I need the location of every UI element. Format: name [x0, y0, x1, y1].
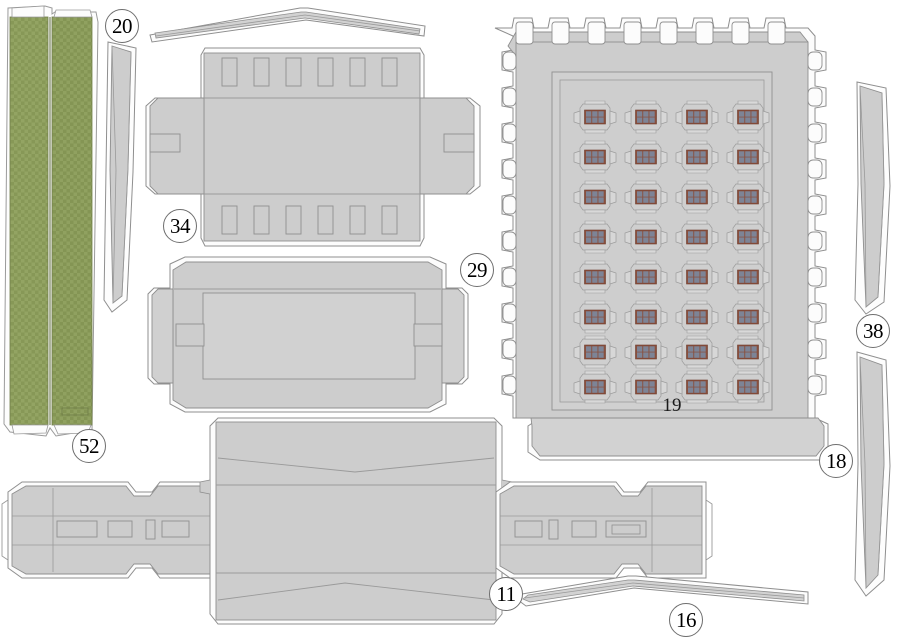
- callout-11[interactable]: 11: [489, 577, 523, 611]
- part-thin-fin-strip-right-lower[interactable]: [854, 351, 891, 597]
- part-thin-fin-strip-left[interactable]: [103, 41, 137, 313]
- callout-20[interactable]: 20: [105, 9, 139, 43]
- callout-18[interactable]: 18: [819, 444, 853, 478]
- callout-29[interactable]: 29: [460, 253, 494, 287]
- part-thin-ridge-strip-top[interactable]: [149, 7, 426, 43]
- part-thin-fin-strip-right-upper[interactable]: [854, 81, 891, 315]
- part-slotted-box-unfold[interactable]: [145, 47, 481, 247]
- callout-34[interactable]: 34: [163, 209, 197, 243]
- part-paneled-box-unfold[interactable]: [147, 256, 469, 413]
- part-windowed-facade-panel[interactable]: [494, 17, 829, 461]
- callout-38[interactable]: 38: [856, 314, 890, 348]
- callout-52[interactable]: 52: [72, 429, 106, 463]
- part-winged-base-unfold[interactable]: [1, 417, 713, 625]
- part-green-double-strip[interactable]: [3, 5, 99, 437]
- part-thin-ridge-strip-bottom[interactable]: [517, 575, 809, 607]
- label-19: 19: [662, 395, 682, 416]
- callout-16[interactable]: 16: [669, 603, 703, 637]
